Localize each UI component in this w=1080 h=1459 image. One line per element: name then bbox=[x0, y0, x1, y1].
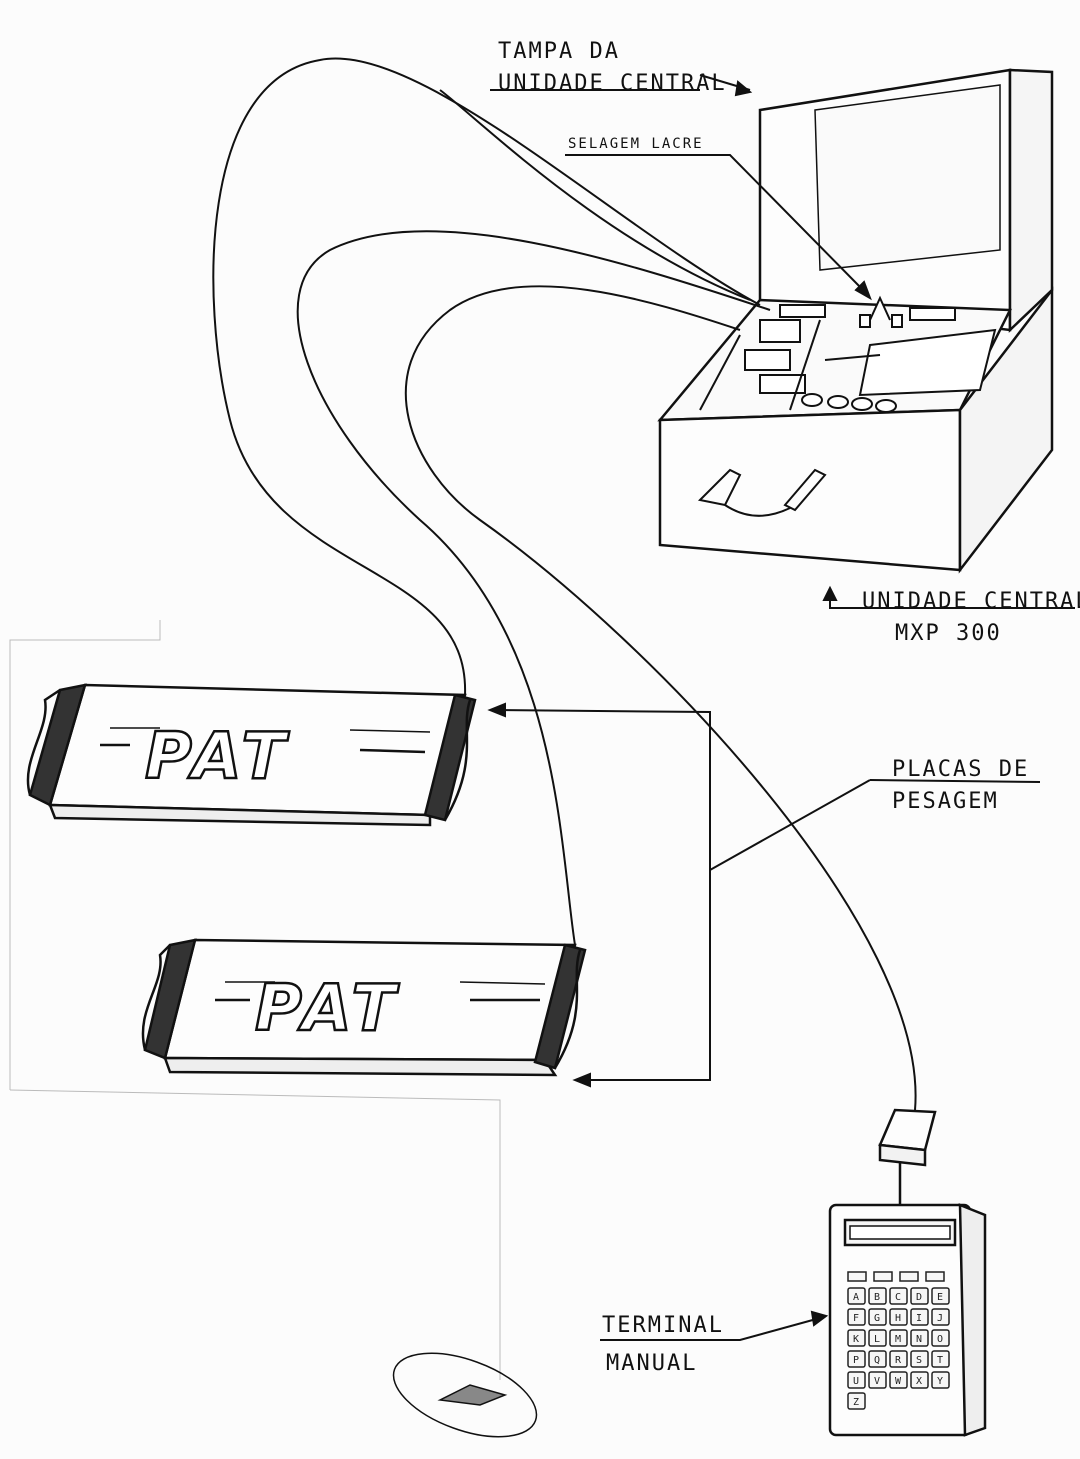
terminal-key bbox=[847, 1308, 866, 1326]
terminal-key-label: J bbox=[937, 1313, 943, 1324]
terminal-key bbox=[889, 1287, 908, 1305]
cables bbox=[212, 57, 917, 1111]
terminal-key-label: L bbox=[874, 1334, 880, 1345]
label-unidade-line1: UNIDADE CENTRAL bbox=[862, 589, 1080, 614]
terminal-key-label: A bbox=[853, 1292, 859, 1303]
label-placas-line2: PESAGEM bbox=[892, 789, 999, 814]
label-unidade-line2: MXP 300 bbox=[895, 621, 1002, 646]
terminal-key bbox=[931, 1287, 950, 1305]
terminal-key-label: Y bbox=[937, 1376, 943, 1387]
terminal-key bbox=[868, 1287, 887, 1305]
weigh-plate-top bbox=[26, 683, 477, 827]
terminal-key bbox=[910, 1287, 929, 1305]
terminal-key bbox=[847, 1392, 866, 1410]
terminal-key bbox=[931, 1371, 950, 1389]
terminal-key-label: N bbox=[916, 1334, 922, 1345]
terminal-key-label: P bbox=[853, 1355, 859, 1366]
plate-top-label: PAT bbox=[145, 720, 291, 794]
terminal-key-label: B bbox=[874, 1292, 880, 1303]
label-tampa-line2: UNIDADE CENTRAL bbox=[498, 71, 727, 96]
terminal-key bbox=[889, 1350, 908, 1368]
terminal-key bbox=[889, 1371, 908, 1389]
leader-lines bbox=[490, 74, 1075, 1341]
terminal-key bbox=[931, 1350, 950, 1368]
terminal-key-label: I bbox=[916, 1313, 922, 1324]
paper-edges bbox=[9, 620, 501, 1380]
cable-4 bbox=[439, 89, 751, 301]
terminal-key bbox=[868, 1371, 887, 1389]
terminal-key bbox=[868, 1350, 887, 1368]
cable-2 bbox=[296, 230, 771, 946]
terminal-key-label: V bbox=[874, 1376, 880, 1387]
terminal-key bbox=[847, 1329, 866, 1347]
cable-1 bbox=[212, 57, 761, 696]
central-unit bbox=[657, 68, 1054, 574]
terminal-key bbox=[889, 1329, 908, 1347]
terminal-key-label: Q bbox=[874, 1355, 880, 1366]
terminal-key-label: T bbox=[937, 1355, 943, 1366]
plate-bottom-label: PAT bbox=[255, 972, 401, 1046]
label-terminal-line2: MANUAL bbox=[606, 1351, 698, 1376]
terminal-key-label: F bbox=[853, 1313, 859, 1324]
terminal-function-key bbox=[873, 1271, 893, 1282]
terminal-key bbox=[931, 1308, 950, 1326]
label-terminal-line1: TERMINAL bbox=[602, 1313, 724, 1338]
weigh-plate-bottom bbox=[141, 938, 587, 1077]
cable-3 bbox=[404, 285, 917, 1111]
ink-smudge bbox=[392, 1352, 538, 1438]
terminal-key bbox=[847, 1350, 866, 1368]
terminal-key bbox=[931, 1329, 950, 1347]
terminal-keypad: A B C D E F G H I J K L M N O P Q R S T U V W X Y Z bbox=[847, 1271, 950, 1410]
terminal-function-key bbox=[847, 1271, 867, 1282]
terminal-key bbox=[868, 1329, 887, 1347]
terminal-key-label: G bbox=[874, 1313, 880, 1324]
terminal-key-label: C bbox=[895, 1292, 901, 1303]
plates-bracket bbox=[487, 702, 1041, 1088]
label-placas-line1: PLACAS DE bbox=[892, 757, 1030, 782]
terminal-function-key bbox=[925, 1271, 945, 1282]
terminal-key-label: R bbox=[895, 1355, 902, 1366]
terminal-key bbox=[847, 1371, 866, 1389]
terminal-key-label: M bbox=[895, 1334, 901, 1345]
terminal-key-label: D bbox=[916, 1292, 922, 1303]
terminal-key-label: S bbox=[916, 1355, 922, 1366]
terminal-key bbox=[847, 1287, 866, 1305]
label-tampa-line1: TAMPA DA bbox=[498, 39, 620, 64]
terminal-key bbox=[910, 1371, 929, 1389]
terminal-key bbox=[910, 1350, 929, 1368]
terminal-key-label: H bbox=[895, 1313, 901, 1324]
terminal-function-key bbox=[899, 1271, 919, 1282]
terminal-key bbox=[910, 1329, 929, 1347]
terminal-key-label: K bbox=[853, 1334, 859, 1345]
terminal-key-label: U bbox=[853, 1376, 859, 1387]
terminal-key-label: X bbox=[916, 1376, 922, 1387]
terminal-key bbox=[910, 1308, 929, 1326]
terminal-key-label: Z bbox=[853, 1397, 859, 1408]
terminal-key-label: O bbox=[937, 1334, 943, 1345]
terminal-key-label: E bbox=[937, 1292, 943, 1303]
terminal-key bbox=[889, 1308, 908, 1326]
terminal-key-label: W bbox=[895, 1376, 902, 1387]
terminal-key bbox=[868, 1308, 887, 1326]
label-selagem: SELAGEM LACRE bbox=[568, 136, 704, 152]
